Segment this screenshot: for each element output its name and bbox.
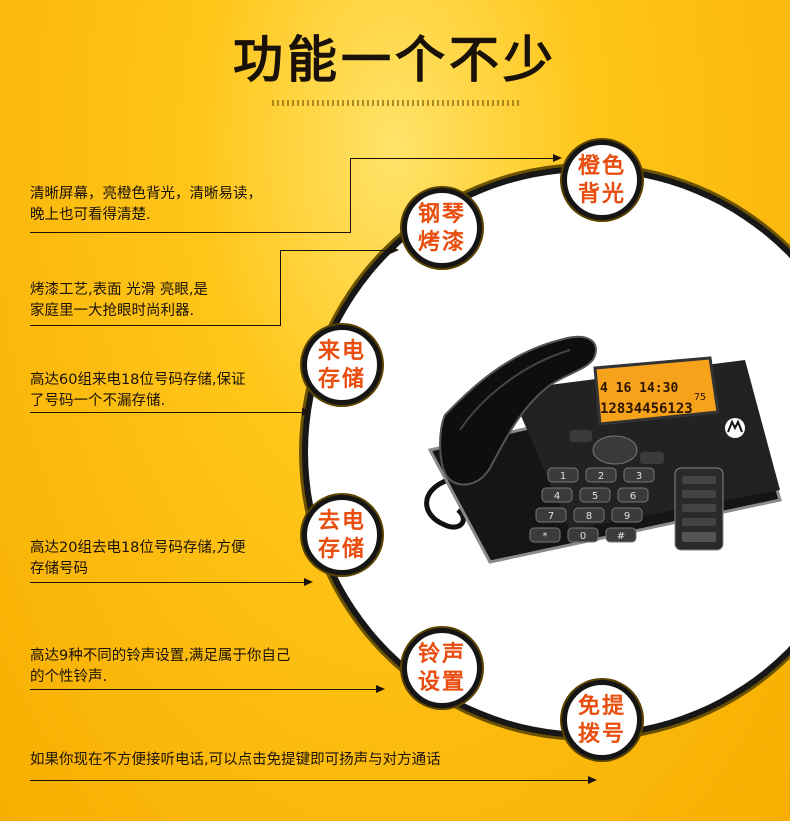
- handset-highlight: [459, 349, 571, 431]
- feature-1-line-1: 清晰屏幕，亮橙色背光，清晰易读，: [30, 186, 262, 202]
- badge-label: 钢琴烤漆: [417, 201, 466, 255]
- speed-dial-button[interactable]: [682, 518, 716, 526]
- badge-orange-backlight: 橙色背光: [562, 140, 642, 220]
- keypad-key-label: 0: [580, 531, 586, 542]
- connector-line: [30, 412, 304, 413]
- keypad-key[interactable]: [623, 467, 655, 483]
- arrow-right-icon: [588, 776, 597, 784]
- feature-1-line-2: 晚上也可看得清楚.: [30, 207, 151, 223]
- keypad-key-label: #: [617, 531, 625, 542]
- arrow-right-icon: [302, 408, 311, 416]
- feature-text-2: 烤漆工艺,表面 光滑 亮眼,是 家庭里一大抢眼时尚利器.: [30, 280, 208, 322]
- nav-pad[interactable]: [592, 435, 638, 465]
- connector-line: [350, 158, 555, 159]
- feature-3-line-2: 了号码一个不漏存储.: [30, 393, 166, 409]
- keypad-key[interactable]: [611, 507, 643, 523]
- display-count: 75: [694, 392, 706, 403]
- decorative-dotted-line: [272, 100, 522, 106]
- connector-line: [30, 689, 378, 690]
- keypad-key[interactable]: [535, 507, 567, 523]
- keypad-key-label: 5: [592, 491, 598, 502]
- connector-line: [30, 325, 281, 326]
- keypad-key[interactable]: [567, 527, 599, 543]
- feature-3-line-1: 高达60组来电18位号码存储,保证: [30, 372, 246, 388]
- badge-label: 免提拨号: [577, 693, 626, 747]
- badge-label: 铃声设置: [417, 641, 466, 695]
- display-row-1: 4 16 14:30: [600, 381, 678, 396]
- keypad-key-label: 7: [548, 511, 554, 522]
- keypad-key-label: 8: [586, 511, 592, 522]
- page-title: 功能一个不少: [233, 30, 557, 89]
- keypad-key-label: 2: [598, 471, 604, 482]
- keypad-key[interactable]: [547, 467, 579, 483]
- feature-5-line-2: 的个性铃声.: [30, 669, 108, 685]
- badge-piano-paint: 钢琴烤漆: [402, 188, 482, 268]
- phone-handset[interactable]: [439, 335, 597, 486]
- feature-6-line-1: 如果你现在不方便接听电话,可以点击免提键即可扬声与对方通话: [30, 752, 441, 768]
- badge-label: 去电存储: [317, 508, 366, 562]
- keypad-key-label: 4: [554, 491, 560, 502]
- keypad-key[interactable]: [617, 487, 649, 503]
- feature-text-5: 高达9种不同的铃声设置,满足属于你自己 的个性铃声.: [30, 646, 290, 688]
- arrow-right-icon: [390, 246, 399, 254]
- keypad-key-label: 6: [630, 491, 636, 502]
- keypad-key[interactable]: [585, 467, 617, 483]
- keypad-key[interactable]: [605, 527, 637, 543]
- keypad-key-label: 3: [636, 471, 642, 482]
- display-row-2: 12834456123: [600, 401, 693, 417]
- badge-incoming-storage: 来电存储: [302, 325, 382, 405]
- keypad-key[interactable]: [529, 527, 561, 543]
- keypad-key[interactable]: [579, 487, 611, 503]
- connector-line: [30, 582, 306, 583]
- badge-label: 来电存储: [317, 338, 366, 392]
- feature-text-6: 如果你现在不方便接听电话,可以点击免提键即可扬声与对方通话: [30, 750, 441, 771]
- speed-dial-button[interactable]: [682, 490, 716, 498]
- keypad: 1 2 3 4 5 6 7 8 9 * 0 #: [529, 467, 655, 543]
- feature-2-line-2: 家庭里一大抢眼时尚利器.: [30, 303, 195, 319]
- right-soft-button[interactable]: [640, 452, 664, 464]
- left-soft-button[interactable]: [570, 430, 592, 442]
- badge-label: 橙色背光: [577, 153, 626, 207]
- connector-line: [30, 232, 351, 233]
- feature-text-1: 清晰屏幕，亮橙色背光，清晰易读， 晚上也可看得清楚.: [30, 184, 262, 226]
- badge-handsfree-dial: 免提拨号: [562, 680, 642, 760]
- keypad-key-label: 9: [624, 511, 630, 522]
- feature-5-line-1: 高达9种不同的铃声设置,满足属于你自己: [30, 648, 291, 664]
- phone-cord: [424, 477, 466, 530]
- telephone-illustration: 4 16 14:30 12834456123 75 1 2 3 4 5 6 7 8 9 * 0 #: [424, 335, 782, 564]
- arrow-right-icon: [304, 578, 313, 586]
- speed-dial-button[interactable]: [682, 476, 716, 484]
- keypad-key[interactable]: [573, 507, 605, 523]
- keypad-key-label: *: [543, 531, 548, 542]
- arrow-right-icon: [376, 685, 385, 693]
- arrow-right-icon: [553, 154, 562, 162]
- feature-2-line-1: 烤漆工艺,表面 光滑 亮眼,是: [30, 282, 208, 298]
- feature-text-4: 高达20组去电18位号码存储,方便 存储号码: [30, 538, 246, 580]
- speed-dial-button[interactable]: [682, 504, 716, 512]
- brand-logo-mark: [727, 419, 743, 433]
- speakerphone-button[interactable]: [682, 532, 716, 542]
- connector-line: [280, 250, 281, 326]
- connector-line: [280, 250, 392, 251]
- feature-text-3: 高达60组来电18位号码存储,保证 了号码一个不漏存储.: [30, 370, 246, 412]
- keypad-key-label: 1: [560, 471, 566, 482]
- phone-display: 4 16 14:30 12834456123 75: [593, 356, 720, 426]
- badge-ringtone-settings: 铃声设置: [402, 628, 482, 708]
- connector-line: [350, 158, 351, 233]
- badge-outgoing-storage: 去电存储: [302, 495, 382, 575]
- keypad-key[interactable]: [541, 487, 573, 503]
- feature-4-line-2: 存储号码: [30, 561, 88, 577]
- connector-line: [30, 780, 590, 781]
- feature-4-line-1: 高达20组去电18位号码存储,方便: [30, 540, 246, 556]
